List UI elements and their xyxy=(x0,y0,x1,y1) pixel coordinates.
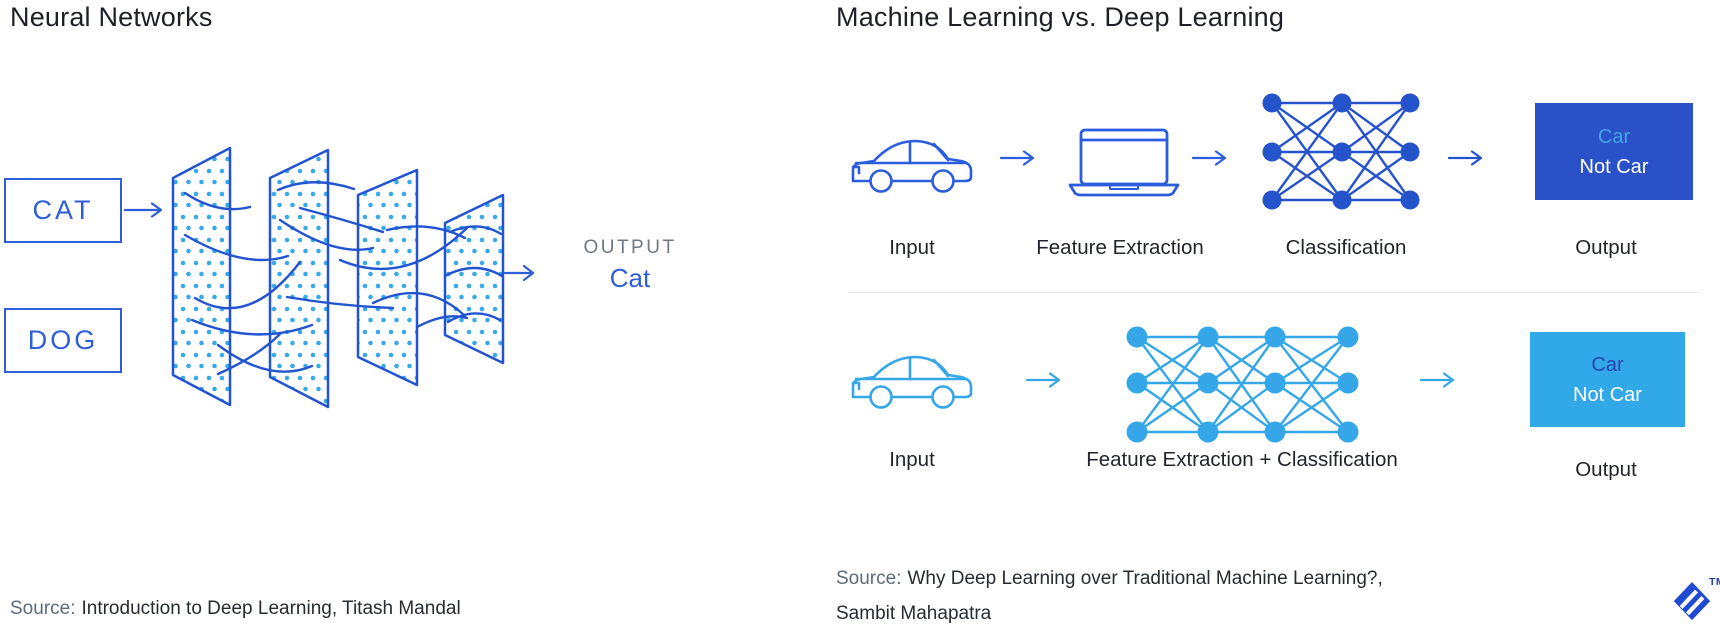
right-source-line1: Why Deep Learning over Traditional Machi… xyxy=(907,568,1383,589)
dl-output-not-car: Not Car xyxy=(1573,383,1642,406)
right-source-line2: Sambit Mahapatra xyxy=(836,603,992,624)
left-source-text: Introduction to Deep Learning, Titash Ma… xyxy=(81,598,461,619)
arrow-icon xyxy=(1192,150,1227,166)
graph-network-icon xyxy=(1126,326,1359,443)
arrow-icon xyxy=(1420,372,1455,388)
output-value: Cat xyxy=(609,263,651,293)
output-block: OUTPUT Cat xyxy=(555,237,705,294)
ml-input-label: Input xyxy=(889,236,935,259)
arrow-icon xyxy=(1448,150,1483,166)
dog-label: DOG xyxy=(27,325,99,355)
right-panel-title: Machine Learning vs. Deep Learning xyxy=(836,2,1285,32)
ml-output-car: Car xyxy=(1597,125,1631,148)
right-source: Source:Why Deep Learning over Traditiona… xyxy=(836,568,1556,625)
ml-output-not-car: Not Car xyxy=(1579,155,1649,178)
arrow-icon xyxy=(124,202,163,218)
dl-output-label: Output xyxy=(1575,458,1637,481)
trademark-symbol: TM xyxy=(1709,576,1720,588)
ml-feature-label: Feature Extraction xyxy=(1036,236,1204,259)
dl-output-car: Car xyxy=(1591,353,1624,376)
dl-combined-label: Feature Extraction + Classification xyxy=(1086,448,1398,471)
output-label: OUTPUT xyxy=(583,237,677,258)
arrow-icon xyxy=(1026,372,1061,388)
row-divider xyxy=(848,292,1700,293)
laptop-icon xyxy=(1068,128,1180,197)
dl-output-box: Car Not Car xyxy=(1530,332,1685,427)
ml-classification-label: Classification xyxy=(1285,236,1407,259)
layered-network-icon xyxy=(171,146,535,409)
dl-input-label: Input xyxy=(889,448,935,471)
left-source: Source:Introduction to Deep Learning, Ti… xyxy=(10,598,461,620)
dog-input-box: DOG xyxy=(4,308,122,373)
ml-output-label: Output xyxy=(1575,236,1637,259)
car-icon xyxy=(851,355,973,409)
left-panel-title: Neural Networks xyxy=(10,2,213,32)
cat-input-box: CAT xyxy=(4,178,122,243)
graph-network-icon xyxy=(1262,93,1420,210)
left-source-prefix: Source: xyxy=(10,598,76,619)
cat-label: CAT xyxy=(32,195,94,225)
toptal-logo-icon xyxy=(1673,582,1711,621)
ml-output-box: Car Not Car xyxy=(1535,103,1693,200)
arrow-icon xyxy=(1000,150,1035,166)
car-icon xyxy=(851,139,973,193)
right-source-prefix: Source: xyxy=(836,568,902,589)
